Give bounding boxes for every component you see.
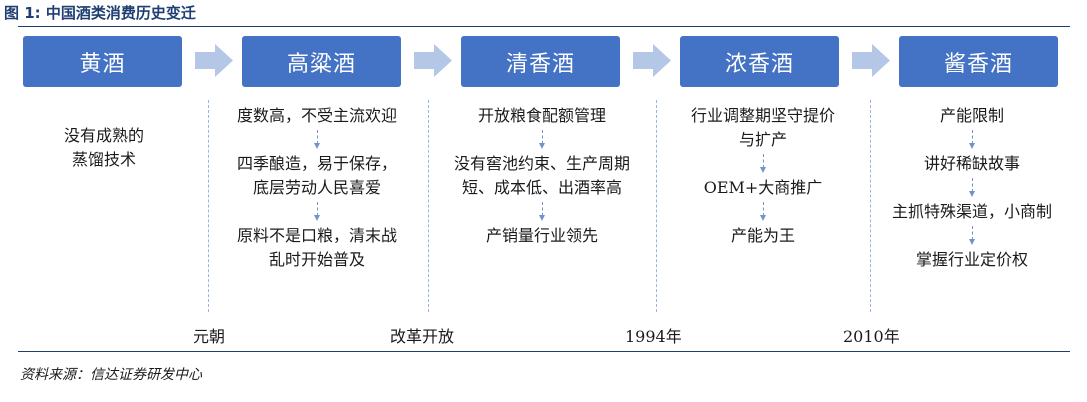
down-arrow-icon <box>872 176 1072 200</box>
stage-box-3: 清香酒 <box>461 36 620 87</box>
era-label-4: 2010年 <box>843 327 900 346</box>
separator-3 <box>656 100 657 312</box>
stage-item: 没有成熟的蒸馏技术 <box>63 126 144 169</box>
down-arrow-icon <box>659 152 867 176</box>
right-arrow-icon-2 <box>414 44 452 77</box>
down-arrow-icon <box>659 200 867 224</box>
down-arrow-icon <box>431 128 653 152</box>
stage-item: 没有窖池约束、生产周期短、成本低、出酒率高 <box>453 154 630 197</box>
era-label-3: 1994年 <box>625 327 682 346</box>
stage-item: 度数高，不受主流欢迎 <box>236 106 397 125</box>
stage-item: 讲好稀缺故事 <box>923 154 1020 173</box>
era-label-2: 改革开放 <box>390 327 455 346</box>
down-arrow-icon <box>210 128 424 152</box>
era-label-1: 元朝 <box>193 327 226 346</box>
stage-item: 产能限制 <box>939 106 1004 125</box>
top-rule <box>18 26 1070 27</box>
source-note: 资料来源：信达证券研发中心 <box>20 367 202 383</box>
down-arrow-icon <box>872 128 1072 152</box>
bottom-rule <box>18 351 1070 352</box>
separator-4 <box>870 100 871 312</box>
stage-item: 行业调整期坚守提价与扩产 <box>690 106 835 149</box>
down-arrow-icon <box>210 200 424 224</box>
stage-box-2: 高粱酒 <box>242 36 401 87</box>
right-arrow-icon-1 <box>195 44 233 77</box>
separator-1 <box>208 100 209 312</box>
stage-column-4: 行业调整期坚守提价与扩产 OEM+大商推广产能为王 <box>659 104 867 248</box>
stage-box-1: 黄酒 <box>23 36 182 87</box>
stage-item: 掌握行业定价权 <box>915 250 1028 269</box>
stage-column-3: 开放粮食配额管理没有窖池约束、生产周期短、成本低、出酒率高产销量行业领先 <box>431 104 653 248</box>
stage-item: 产能为王 <box>730 226 795 245</box>
stage-box-5: 酱香酒 <box>899 36 1058 87</box>
stage-item: 原料不是口粮，清末战乱时开始普及 <box>236 226 397 269</box>
stage-column-5: 产能限制讲好稀缺故事主抓特殊渠道，小商制掌握行业定价权 <box>872 104 1072 272</box>
right-arrow-icon-3 <box>633 44 671 77</box>
stage-item: 开放粮食配额管理 <box>477 106 606 125</box>
figure-title: 图 1: 中国酒类消费历史变迁 <box>4 4 196 22</box>
down-arrow-icon <box>431 200 653 224</box>
right-arrow-icon-4 <box>852 44 890 77</box>
stage-column-2: 度数高，不受主流欢迎四季酿造，易于保存，底层劳动人民喜爱原料不是口粮，清末战乱时… <box>210 104 424 272</box>
stage-item: 四季酿造，易于保存，底层劳动人民喜爱 <box>236 154 397 197</box>
stage-column-1: 没有成熟的蒸馏技术 <box>34 124 174 172</box>
stage-item: 主抓特殊渠道，小商制 <box>891 202 1052 221</box>
stage-item: OEM+大商推广 <box>703 178 823 197</box>
separator-2 <box>428 100 429 312</box>
down-arrow-icon <box>872 224 1072 248</box>
stage-item: 产销量行业领先 <box>485 226 598 245</box>
stage-box-4: 浓香酒 <box>680 36 839 87</box>
